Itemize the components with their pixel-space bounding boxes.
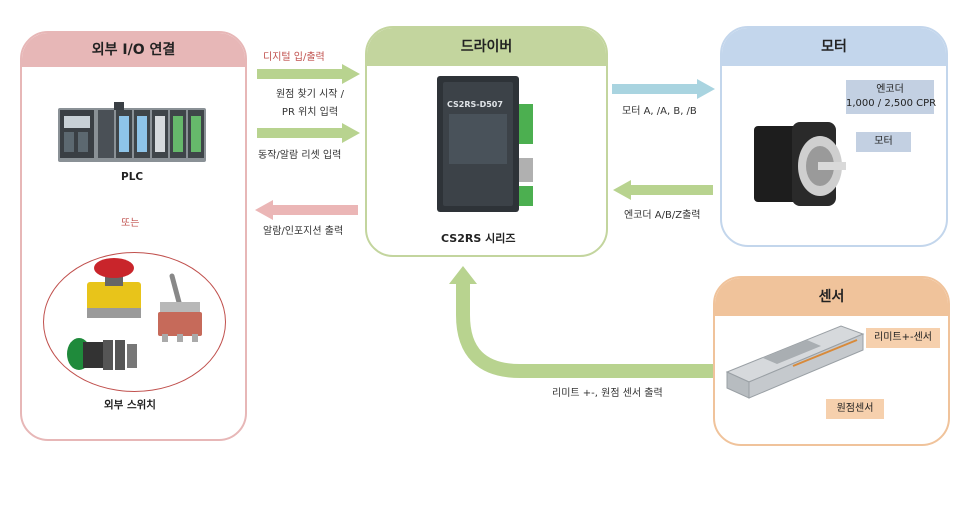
sensor-out-label: 리미트 +-, 원점 센서 출력	[552, 388, 663, 399]
driver-device-text: CS2RS-D507	[447, 100, 503, 109]
encoder-out-label: 엔코더 A/B/Z출력	[624, 210, 701, 221]
arrow-sensor-out	[456, 282, 713, 378]
io-panel: 외부 I/O 연결	[20, 31, 247, 441]
io-panel-header: 외부 I/O 연결	[22, 33, 245, 67]
enable-reset-label: 동작/알람 리셋 입력	[258, 150, 342, 161]
emergency-stop-switch-image	[87, 258, 141, 318]
encoder-callout: 엔코더 1,000 / 2,500 CPR	[846, 80, 936, 114]
home-sensor-callout: 원점센서	[826, 399, 884, 419]
driver-panel-title: 드라이버	[460, 39, 513, 55]
plc-image	[58, 102, 206, 162]
arrow-sensor-head	[449, 266, 477, 284]
arrow-enable-reset	[257, 123, 360, 143]
toggle-switch-image	[158, 273, 202, 342]
driver-product-label: CS2RS 시리즈	[441, 232, 516, 245]
limit-sensor-callout: 리미트+-센서	[866, 328, 940, 348]
driver-device-image	[437, 76, 533, 212]
alarm-out-label: 알람/인포지션 출력	[263, 226, 344, 237]
homing-pr-label: 원점 찾기 시작 / PR 위치 입력	[275, 89, 345, 118]
arrow-digital-io	[257, 64, 360, 84]
switch-ellipse	[43, 252, 226, 392]
switch-label: 외부 스위치	[104, 399, 156, 411]
motor-callout: 모터	[856, 132, 911, 152]
or-label: 또는	[121, 218, 140, 229]
digital-io-label: 디지털 입/출력	[263, 52, 325, 63]
plc-label: PLC	[121, 171, 144, 183]
arrow-alarm-out	[255, 200, 358, 220]
arrow-motor-phase	[612, 79, 715, 99]
motor-phase-label: 모터 A, /A, B, /B	[622, 106, 697, 117]
driver-panel-header: 드라이버	[367, 28, 606, 66]
sensor-panel-header: 센서	[715, 278, 948, 316]
motor-panel-title: 모터	[821, 39, 847, 55]
push-button-switch-image	[67, 338, 137, 370]
motor-panel-header: 모터	[722, 28, 946, 66]
linear-actuator-image	[725, 325, 865, 399]
sensor-panel-title: 센서	[818, 289, 845, 305]
arrow-encoder-out	[613, 180, 713, 200]
io-panel-title: 외부 I/O 연결	[91, 42, 176, 58]
stepper-motor-image	[754, 122, 846, 206]
